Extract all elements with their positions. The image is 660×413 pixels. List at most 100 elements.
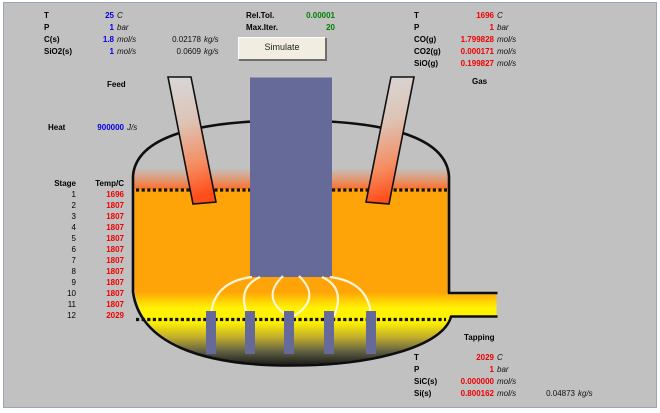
stage-number: 4 <box>71 223 76 232</box>
stage-number: 11 <box>67 300 76 309</box>
param-label: T <box>414 353 419 362</box>
stage-temp: 1696 <box>106 190 124 199</box>
table-row: 12 2029 <box>44 310 124 321</box>
stage-number: 8 <box>71 267 76 276</box>
stage-temp: 1807 <box>106 289 124 298</box>
feed-row-SiO2: SiO2(s) 1 mol/s 0.0609 kg/s <box>44 46 219 58</box>
table-row: 11 1807 <box>44 299 124 310</box>
stage-temp: 1807 <box>106 245 124 254</box>
hearth-block <box>366 311 376 354</box>
param-unit: mol/s <box>497 377 517 386</box>
param-output-value: 0.000171 <box>460 47 494 56</box>
param-unit: bar <box>117 23 129 32</box>
simulate-button[interactable]: Simulate <box>238 37 326 60</box>
stage-number: 6 <box>71 245 76 254</box>
table-row: 8 1807 <box>44 266 124 277</box>
rel-tol-row: Rel.Tol. 0.00001 <box>246 10 335 22</box>
stage-temp: 1807 <box>106 256 124 265</box>
max-iter-value[interactable]: 20 <box>326 23 335 32</box>
table-row: 6 1807 <box>44 244 124 255</box>
param-label: SiO2(s) <box>44 47 73 56</box>
param-label: SiC(s) <box>414 377 438 386</box>
param-output-value: 2029 <box>476 353 494 362</box>
stage-temp: 1807 <box>106 267 124 276</box>
param-output-value: 1 <box>489 23 494 32</box>
gas-row-T: T 1696 C <box>414 10 518 22</box>
mass-rate-value: 0.0609 <box>176 47 201 56</box>
param-unit: C <box>497 353 503 362</box>
hearth-blocks <box>206 311 376 354</box>
stage-number: 12 <box>67 311 76 320</box>
param-input-value[interactable]: 25 <box>105 11 114 20</box>
heat-input-value[interactable]: 900000 <box>97 123 124 132</box>
table-row: 5 1807 <box>44 233 124 244</box>
param-label: P <box>44 23 50 32</box>
tapping-row-Si: Si(s) 0.800162 mol/s 0.04873 kg/s <box>414 388 593 400</box>
feed-row-P: P 1 bar <box>44 22 219 34</box>
param-output-value: 1 <box>489 365 494 374</box>
solver-panel: Rel.Tol. 0.00001 Max.Iter. 20 <box>246 10 335 34</box>
param-output-value: 0.000000 <box>460 377 494 386</box>
param-unit: mol/s <box>117 35 137 44</box>
tapping-row-P: P 1 bar <box>414 364 593 376</box>
mass-rate-unit: kg/s <box>578 389 593 398</box>
param-output-value: 0.800162 <box>460 389 494 398</box>
param-unit: C <box>117 11 123 20</box>
param-input-value[interactable]: 1 <box>109 23 114 32</box>
mass-rate-unit: kg/s <box>204 35 219 44</box>
feed-row-C: C(s) 1.8 mol/s 0.02178 kg/s <box>44 34 219 46</box>
param-label: T <box>414 11 419 20</box>
param-label: P <box>414 365 420 374</box>
table-row: 2 1807 <box>44 200 124 211</box>
table-row: 7 1807 <box>44 255 124 266</box>
stage-number: 7 <box>71 256 76 265</box>
temp-column-header: Temp/C <box>95 179 124 188</box>
mass-rate-unit: kg/s <box>204 47 219 56</box>
param-label: SiO(g) <box>414 59 438 68</box>
stage-temp: 1807 <box>106 223 124 232</box>
stage-temp: 2029 <box>106 311 124 320</box>
heat-input-panel: Heat 900000 J/s <box>48 122 137 134</box>
gas-section-label: Gas <box>472 77 488 86</box>
param-label: T <box>44 11 49 20</box>
stage-number: 2 <box>71 201 76 210</box>
table-row: 10 1807 <box>44 288 124 299</box>
param-input-value[interactable]: 1.8 <box>102 35 114 44</box>
electrode <box>250 77 332 277</box>
mass-rate-value: 0.02178 <box>172 35 201 44</box>
tapping-row-T: T 2029 C <box>414 352 593 364</box>
stage-number: 9 <box>71 278 76 287</box>
gas-row-CO2: CO2(g) 0.000171 mol/s <box>414 46 518 58</box>
stage-temp: 1807 <box>106 201 124 210</box>
max-iter-row: Max.Iter. 20 <box>246 22 335 34</box>
stage-temp: 1807 <box>106 300 124 309</box>
hearth-block <box>324 311 334 354</box>
hearth-block <box>245 311 255 354</box>
param-input-value[interactable]: 1 <box>109 47 114 56</box>
param-label: P <box>414 23 420 32</box>
gas-row-P: P 1 bar <box>414 22 518 34</box>
stage-table-header: Stage Temp/C <box>44 178 124 189</box>
electric-arcs <box>209 275 373 317</box>
param-unit: C <box>497 11 503 20</box>
mass-rate-value: 0.04873 <box>546 389 575 398</box>
tapping-output-panel: T 2029 C P 1 bar SiC(s) 0.000000 mol/s S… <box>414 352 593 400</box>
heat-label: Heat <box>48 123 66 132</box>
param-unit: mol/s <box>497 59 517 68</box>
param-output-value: 1696 <box>476 11 494 20</box>
stage-temp: 1807 <box>106 234 124 243</box>
param-label: C(s) <box>44 35 60 44</box>
heat-unit: J/s <box>127 123 138 132</box>
stage-number: 10 <box>67 289 76 298</box>
gas-row-CO: CO(g) 1.799828 mol/s <box>414 34 518 46</box>
rel-tol-value[interactable]: 0.00001 <box>306 11 335 20</box>
param-unit: bar <box>497 23 509 32</box>
stage-number: 5 <box>71 234 76 243</box>
param-label: Si(s) <box>414 389 432 398</box>
max-iter-label: Max.Iter. <box>246 23 279 32</box>
param-unit: bar <box>497 365 509 374</box>
feed-section-label: Feed <box>107 80 126 89</box>
param-output-value: 0.199827 <box>460 59 494 68</box>
